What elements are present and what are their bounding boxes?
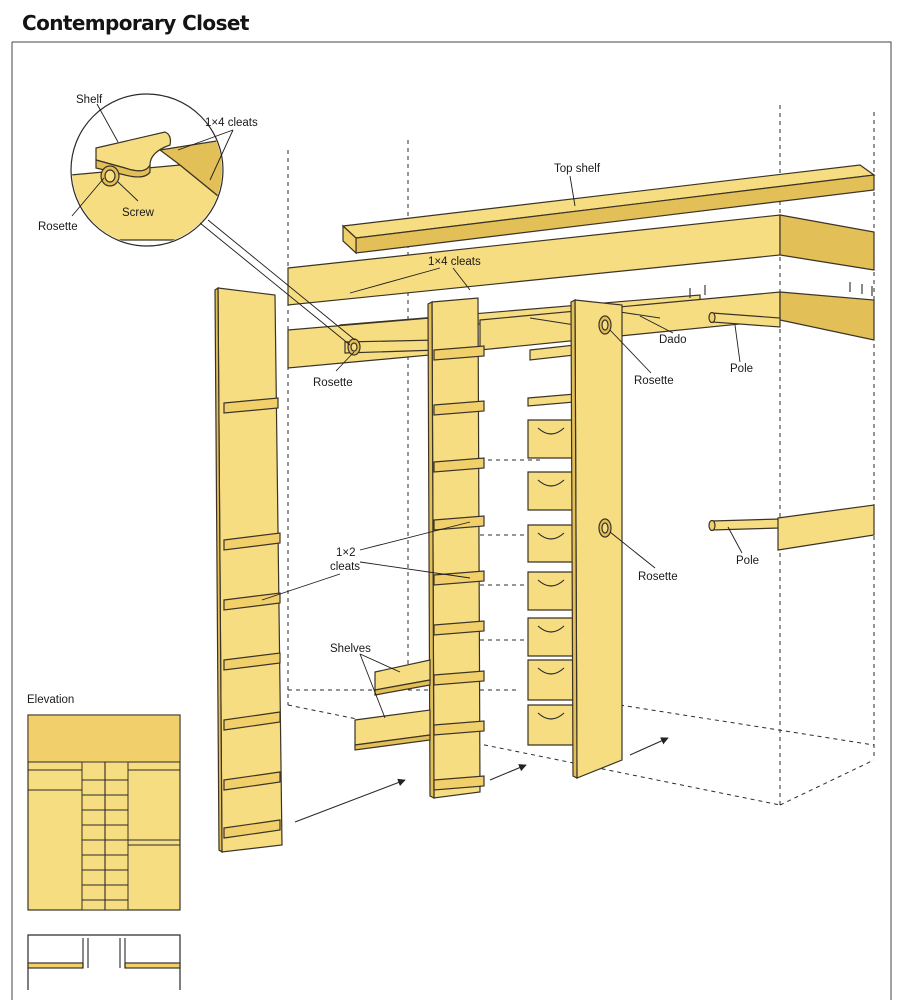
lower-pole	[708, 504, 875, 551]
label-dado: Dado	[659, 334, 687, 346]
detail-inset	[70, 93, 356, 346]
label-elevation: Elevation	[27, 694, 74, 706]
elevation-view	[27, 714, 181, 911]
label-1x2: 1×2	[336, 547, 356, 559]
label-rosette-left: Rosette	[313, 377, 353, 389]
diagram-title: Contemporary Closet	[22, 11, 249, 35]
label-pole-upper: Pole	[730, 363, 753, 375]
left-panel	[214, 286, 283, 854]
upper-pole	[344, 311, 781, 356]
nails	[689, 282, 873, 298]
cubby-column	[527, 344, 576, 746]
loose-shelves	[354, 659, 431, 751]
assembly-arrows	[294, 737, 669, 823]
label-screw: Screw	[122, 207, 155, 219]
label-top-shelf: Top shelf	[554, 163, 601, 175]
top-shelf	[341, 164, 876, 255]
callout-labels: Shelf 1×4 cleats Screw Rosette Top shelf…	[27, 94, 759, 706]
label-shelves: Shelves	[330, 643, 371, 655]
label-rosette-mid: Rosette	[634, 375, 674, 387]
center-right-panel	[570, 299, 623, 779]
plan-view	[27, 934, 181, 990]
back-cleat-upper	[287, 214, 875, 306]
label-rosette-detail: Rosette	[38, 221, 78, 233]
leader-lines	[71, 103, 743, 719]
label-shelf: Shelf	[76, 94, 103, 106]
label-1x4-cleats: 1×4 cleats	[428, 256, 481, 268]
center-left-panel	[427, 297, 485, 799]
label-cleats: cleats	[330, 561, 360, 573]
label-pole-lower: Pole	[736, 555, 759, 567]
frame-border	[11, 41, 892, 1000]
label-rosette-lower: Rosette	[638, 571, 678, 583]
label-1x4-cleats-detail: 1×4 cleats	[205, 117, 258, 129]
